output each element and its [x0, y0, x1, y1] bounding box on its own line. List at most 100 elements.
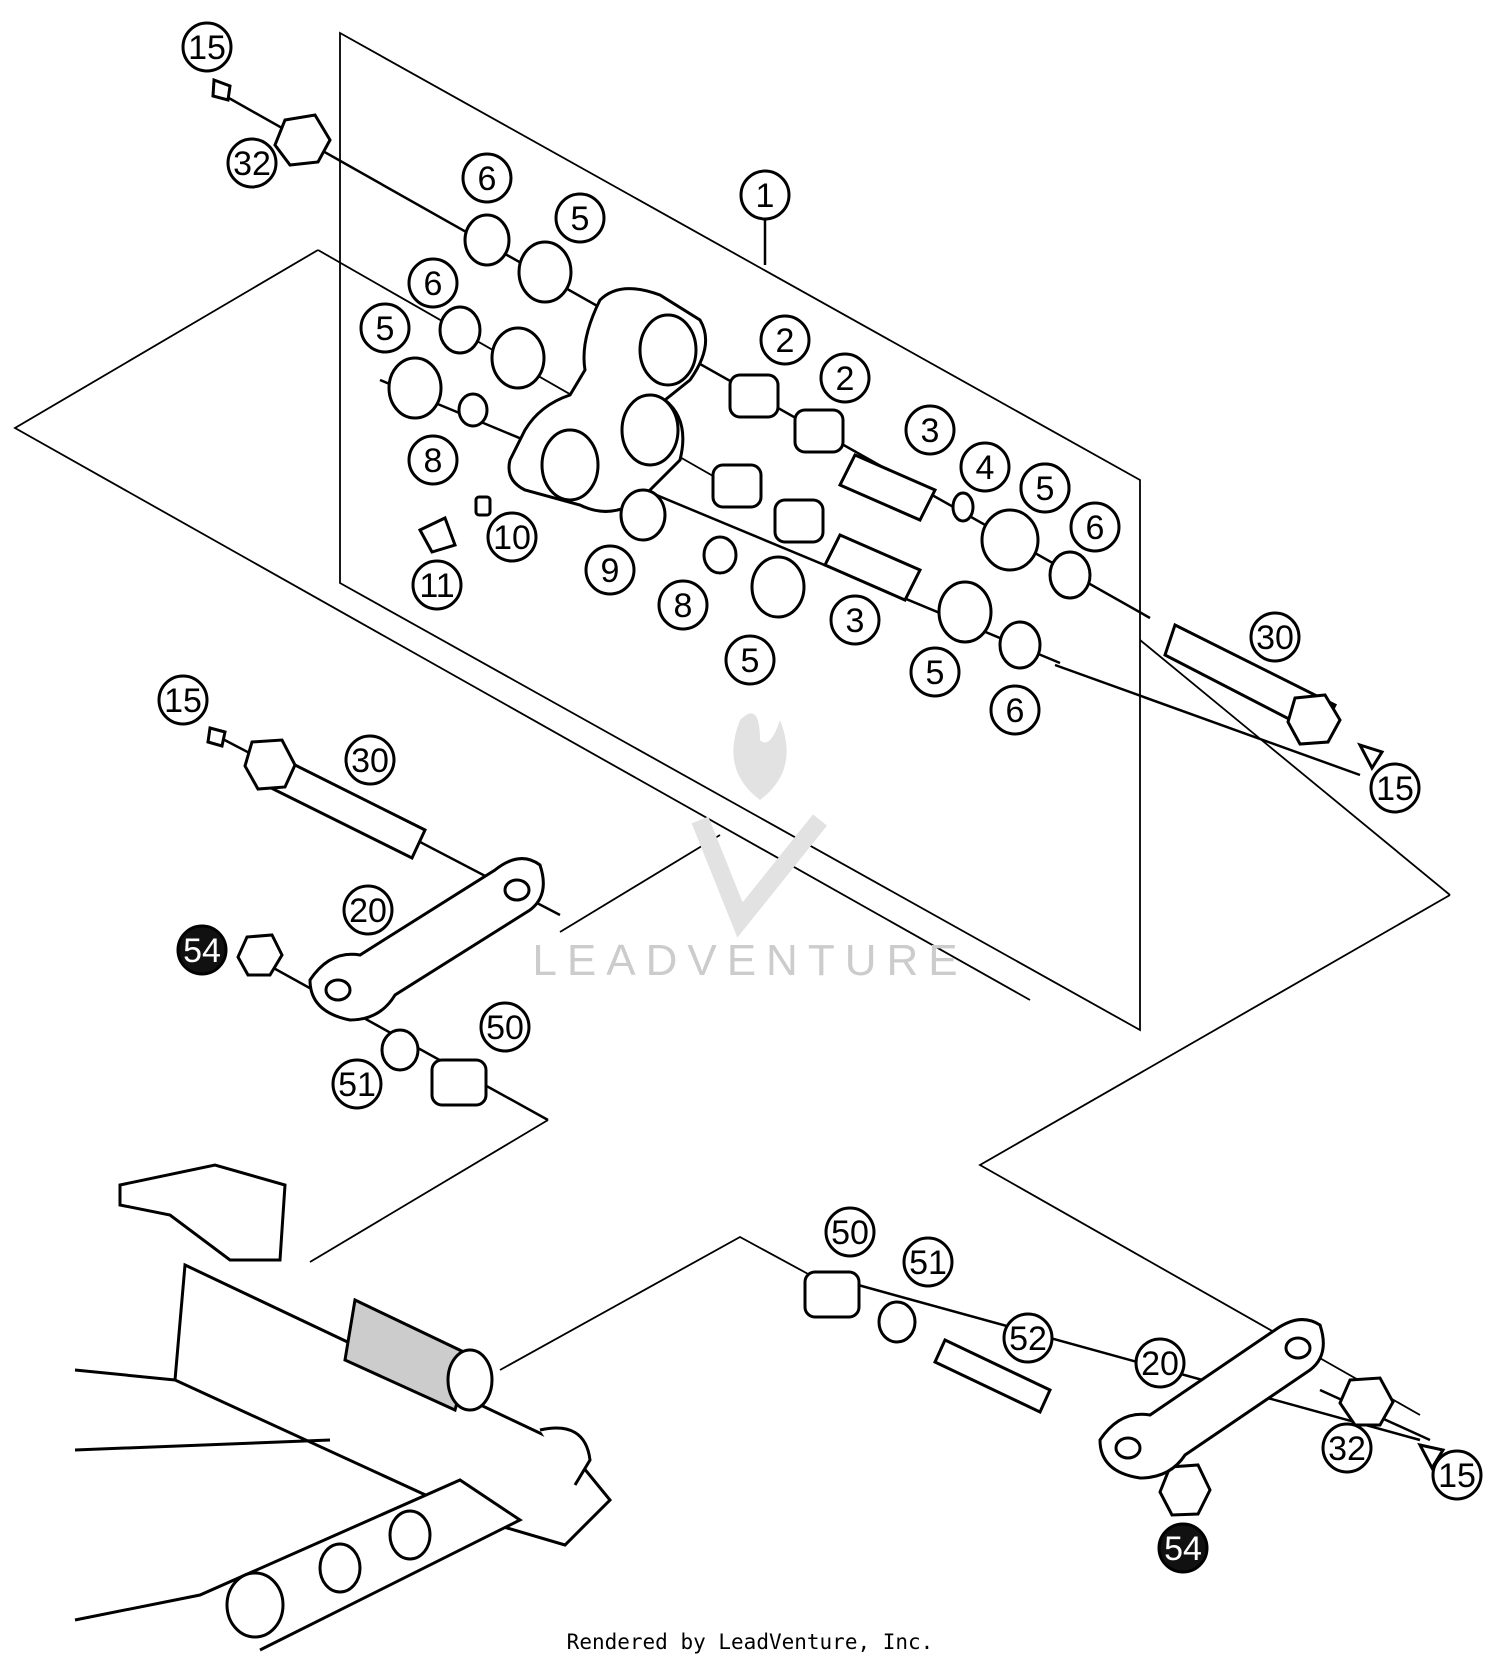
- callout-5: 5: [909, 646, 961, 698]
- callout-2: 2: [819, 352, 871, 404]
- callout-label: 5: [741, 642, 760, 680]
- nut-32a: [273, 113, 332, 167]
- callout-circle: [1134, 1337, 1186, 1389]
- seal-6d: [998, 620, 1042, 670]
- seal-6b: [438, 305, 482, 355]
- callout-6: 6: [1069, 501, 1121, 553]
- washer-51a: [380, 1028, 420, 1072]
- cap-15a: [211, 77, 232, 102]
- cap-11: [417, 515, 457, 554]
- callout-circle: [181, 21, 233, 73]
- callout-label: 32: [233, 145, 271, 183]
- callout-circle: [1431, 1449, 1483, 1501]
- callout-circle: [1069, 501, 1121, 553]
- callout-label: 2: [836, 360, 855, 398]
- callout-label: 2: [776, 322, 795, 360]
- bolt-30a-head: [1286, 693, 1342, 746]
- o-ring-4: [951, 491, 975, 523]
- callout-label: 6: [424, 265, 443, 303]
- callout-50: 50: [824, 1206, 876, 1258]
- callout-label: 4: [976, 449, 995, 487]
- callout-circle: [657, 579, 709, 631]
- callout-circle: [759, 314, 811, 366]
- callout-51: 51: [902, 1236, 954, 1288]
- callout-5: 5: [1019, 462, 1071, 514]
- callout-circle: [909, 646, 961, 698]
- callout-5: 5: [724, 634, 776, 686]
- callout-15: 15: [1369, 762, 1421, 814]
- callout-6: 6: [407, 257, 459, 309]
- bushing-9: [619, 488, 667, 542]
- callout-circle: [1019, 462, 1071, 514]
- callout-32: 32: [1321, 1422, 1373, 1474]
- watermark-text: LEADVENTURE: [532, 936, 967, 985]
- needle-bearing-2c: [711, 463, 763, 509]
- nut-54b: [1158, 1463, 1212, 1517]
- bearing-50b: [803, 1270, 861, 1319]
- callout-label: 5: [926, 654, 945, 692]
- callout-5: 5: [359, 302, 411, 354]
- connecting-rods: [308, 857, 1325, 1480]
- callout-label: 9: [601, 552, 620, 590]
- bearing-5b: [490, 326, 546, 390]
- callout-label: 15: [188, 29, 226, 67]
- callout-6: 6: [989, 684, 1041, 736]
- callout-circle: [819, 352, 871, 404]
- callout-circle: [824, 1206, 876, 1258]
- callout-10: 10: [486, 511, 538, 563]
- callout-circle: [176, 924, 228, 976]
- callout-label: 52: [1009, 1320, 1047, 1358]
- callout-label: 50: [831, 1214, 869, 1252]
- callout-circle: [461, 152, 513, 204]
- callout-label: 30: [351, 742, 389, 780]
- callout-circle: [359, 302, 411, 354]
- seal-6c: [1048, 550, 1092, 600]
- callout-1: 1: [739, 169, 791, 221]
- bearing-5a: [517, 240, 573, 304]
- collar-8b: [702, 535, 738, 575]
- callout-20: 20: [342, 884, 394, 936]
- nut-54a: [236, 933, 284, 977]
- callout-circle: [407, 434, 459, 486]
- seal-6a: [463, 213, 511, 267]
- callout-label: 30: [1256, 619, 1294, 657]
- pivot-cylinder: [343, 1297, 472, 1413]
- cap-15b: [1356, 742, 1385, 772]
- callout-32: 32: [226, 137, 278, 189]
- callout-circle: [331, 1058, 383, 1110]
- callout-label: 1: [756, 177, 775, 215]
- callout-15: 15: [1431, 1449, 1483, 1501]
- callout-label: 5: [376, 310, 395, 348]
- callout-circle: [902, 1236, 954, 1288]
- callout-8: 8: [657, 579, 709, 631]
- callout-8: 8: [407, 434, 459, 486]
- callout-label: 5: [1036, 470, 1055, 508]
- callout-label: 51: [338, 1066, 376, 1104]
- linkage-middle-bore: [620, 393, 680, 467]
- rod-20a: [308, 857, 545, 1022]
- needle-bearing-2b: [793, 408, 845, 454]
- sleeve-3b: [822, 533, 923, 602]
- bearing-5d: [980, 508, 1040, 572]
- rod-20b: [1098, 1318, 1325, 1480]
- callout-label: 3: [846, 602, 865, 640]
- callout-52: 52: [1002, 1312, 1054, 1364]
- bolt-52: [933, 1337, 1052, 1415]
- callout-label: 54: [1164, 1530, 1202, 1568]
- callout-circle: [1002, 1312, 1054, 1364]
- callout-label: 15: [164, 682, 202, 720]
- linkage-top-bore: [638, 313, 698, 387]
- callouts: 1223345555556666889101115151515202030303…: [157, 21, 1483, 1574]
- callout-15: 15: [181, 21, 233, 73]
- callout-54: 54: [176, 924, 228, 976]
- callout-label: 8: [674, 587, 693, 625]
- assembly-plane-outlines: [13, 31, 1451, 1416]
- callout-label: 5: [571, 200, 590, 238]
- cap-15c: [206, 726, 227, 748]
- callout-circle: [1369, 762, 1421, 814]
- callout-30: 30: [344, 734, 396, 786]
- callout-5: 5: [554, 192, 606, 244]
- washer-51b: [877, 1300, 917, 1344]
- callout-label: 15: [1376, 770, 1414, 808]
